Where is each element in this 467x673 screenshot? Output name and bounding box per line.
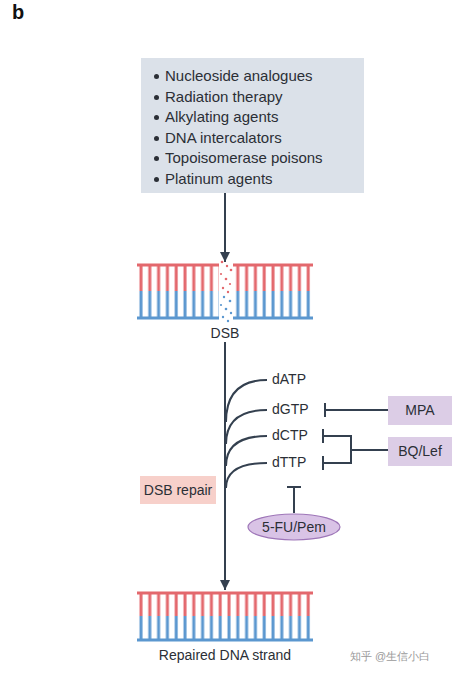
damaged-dna: [137, 261, 313, 322]
panel-letter: b: [12, 4, 24, 21]
nucleotide-label: dCTP: [272, 427, 308, 444]
node-text: Repaired DNA strand: [137, 647, 313, 664]
flow-arrow: [224, 342, 226, 590]
node-text: 5-FU/Pem: [262, 519, 326, 536]
list-item: Nucleoside analogues: [165, 66, 358, 87]
node-text: DSB: [137, 325, 313, 342]
list-item: Topoisomerase poisons: [165, 148, 358, 169]
drug-list-box: Nucleoside analoguesRadiation therapyAlk…: [141, 58, 364, 193]
repaired-dna: [137, 593, 313, 640]
nucleotide-label: dGTP: [272, 401, 309, 418]
dntp-branches: [226, 380, 267, 488]
nucleotide-label: dTTP: [272, 454, 306, 471]
flow-arrow: [224, 193, 226, 262]
list-item: Alkylating agents: [165, 107, 358, 128]
list-item: DNA intercalators: [165, 128, 358, 149]
watermark: 知乎 @生信小白: [350, 648, 430, 665]
node-text: DSB repair: [144, 482, 212, 499]
process-box: DSB repair: [140, 476, 216, 504]
inhibitor-ellipse: 5-FU/Pem: [247, 513, 341, 541]
node-text: BQ/Lef: [398, 443, 442, 460]
inhibitor-box: MPA: [388, 396, 452, 425]
inhibitor-box: BQ/Lef: [388, 437, 452, 466]
nucleotide-label: dATP: [272, 371, 306, 388]
node-text: MPA: [405, 402, 434, 419]
dsb-dna: DSB: [137, 262, 313, 342]
list-item: Platinum agents: [165, 169, 358, 190]
list-item: Radiation therapy: [165, 87, 358, 108]
repaired-dna-node: Repaired DNA strand: [137, 590, 313, 664]
